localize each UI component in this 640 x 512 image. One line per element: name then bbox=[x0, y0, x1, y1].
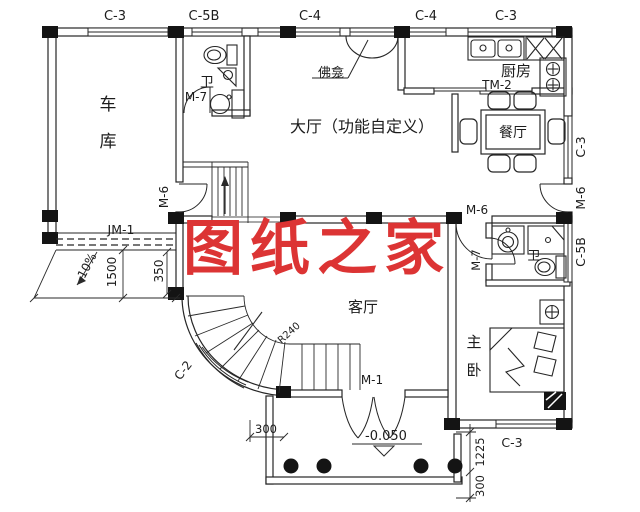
room-label-master-1: 主 bbox=[466, 333, 481, 351]
room-label-living: 客厅 bbox=[348, 298, 378, 316]
curved-window-c2 bbox=[195, 342, 249, 389]
door-label-m6-right: M-6 bbox=[573, 186, 588, 209]
dim-1500: 1500 bbox=[105, 257, 119, 288]
window-label-c3-topleft: C-3 bbox=[104, 9, 126, 24]
watermark: 图纸之家 bbox=[183, 214, 451, 284]
shrine-leader-line bbox=[312, 39, 369, 79]
toilet-icon bbox=[534, 257, 556, 277]
corner-basin-icon bbox=[216, 67, 237, 88]
room-label-garage-1: 车 bbox=[100, 95, 117, 115]
door-label-jm1: JM-1 bbox=[107, 222, 135, 237]
room-label-hall: 大厅（功能自定义） bbox=[290, 117, 434, 136]
bedroom-furniture bbox=[489, 299, 565, 393]
window-label-c4-top2: C-4 bbox=[415, 9, 437, 24]
chair-icon bbox=[459, 118, 478, 145]
dim-300-bottom: 300 bbox=[473, 475, 487, 497]
dim-level: -0.050 bbox=[365, 429, 407, 444]
labels: C-3 C-5B C-4 C-4 C-3 C-3 M-6 C-5B 车 库 大厅… bbox=[75, 9, 588, 497]
stair-direction-arrow bbox=[221, 176, 229, 186]
kitchen-fixtures bbox=[467, 36, 567, 97]
window-label-c4-top1: C-4 bbox=[299, 9, 321, 24]
nightstand-icon bbox=[539, 299, 565, 325]
pillow-icon bbox=[533, 355, 557, 377]
door-label-m6-garage: M-6 bbox=[157, 186, 171, 208]
porch-columns bbox=[283, 458, 463, 474]
room-label-dining: 餐厅 bbox=[499, 125, 527, 141]
garage-door-jm1 bbox=[56, 232, 176, 251]
curved-stair-treads bbox=[186, 295, 361, 394]
door-label-m1: M-1 bbox=[361, 373, 383, 387]
window-label-c5b-top: C-5B bbox=[189, 9, 220, 24]
door-label-m7-bath1: M-7 bbox=[185, 90, 207, 104]
window-label-c3-bedroom: C-3 bbox=[501, 435, 522, 450]
dining-table bbox=[480, 109, 546, 155]
pillow-icon bbox=[533, 331, 557, 353]
room-label-bath2: 卫 bbox=[527, 249, 540, 264]
shrine-niche-arc bbox=[345, 35, 399, 59]
room-label-master-2: 卧 bbox=[466, 361, 481, 379]
label-shrine: 佛龛 bbox=[318, 66, 344, 81]
bath1-fixtures bbox=[203, 44, 245, 119]
room-label-garage-2: 库 bbox=[100, 132, 117, 152]
door-label-tm2: TM-2 bbox=[481, 78, 512, 92]
window-label-c3-topright: C-3 bbox=[495, 9, 517, 24]
slope-arrow bbox=[77, 276, 86, 285]
bed-icon bbox=[489, 327, 565, 393]
chair-icon bbox=[487, 91, 511, 110]
dim-350: 350 bbox=[152, 260, 166, 283]
plant-icon bbox=[544, 391, 566, 410]
dim-1225: 1225 bbox=[473, 437, 487, 466]
dim-300-porch: 300 bbox=[255, 422, 277, 436]
fridge-icon bbox=[525, 36, 565, 61]
chair-icon bbox=[513, 154, 537, 173]
doors bbox=[178, 86, 569, 439]
window-label-c5b-right: C-5B bbox=[573, 237, 588, 267]
window-label-c3-right: C-3 bbox=[573, 136, 588, 157]
door-label-m6-corridor: M-6 bbox=[466, 203, 488, 217]
chair-icon bbox=[513, 91, 537, 110]
sink-icon bbox=[209, 93, 231, 115]
toilet-icon bbox=[203, 45, 227, 65]
door-label-m7-bath2: M-7 bbox=[469, 249, 483, 270]
stove-icon bbox=[539, 57, 567, 97]
room-label-kitchen: 厨房 bbox=[501, 62, 531, 80]
chair-icon bbox=[547, 118, 566, 145]
level-mark-triangle bbox=[372, 445, 396, 457]
room-label-bath1: 卫 bbox=[200, 75, 214, 91]
dining-set bbox=[459, 91, 566, 173]
ramp-and-dimensions bbox=[29, 245, 476, 503]
chair-icon bbox=[487, 154, 511, 173]
straight-stair bbox=[183, 161, 249, 223]
bath2-fixtures bbox=[491, 225, 567, 279]
